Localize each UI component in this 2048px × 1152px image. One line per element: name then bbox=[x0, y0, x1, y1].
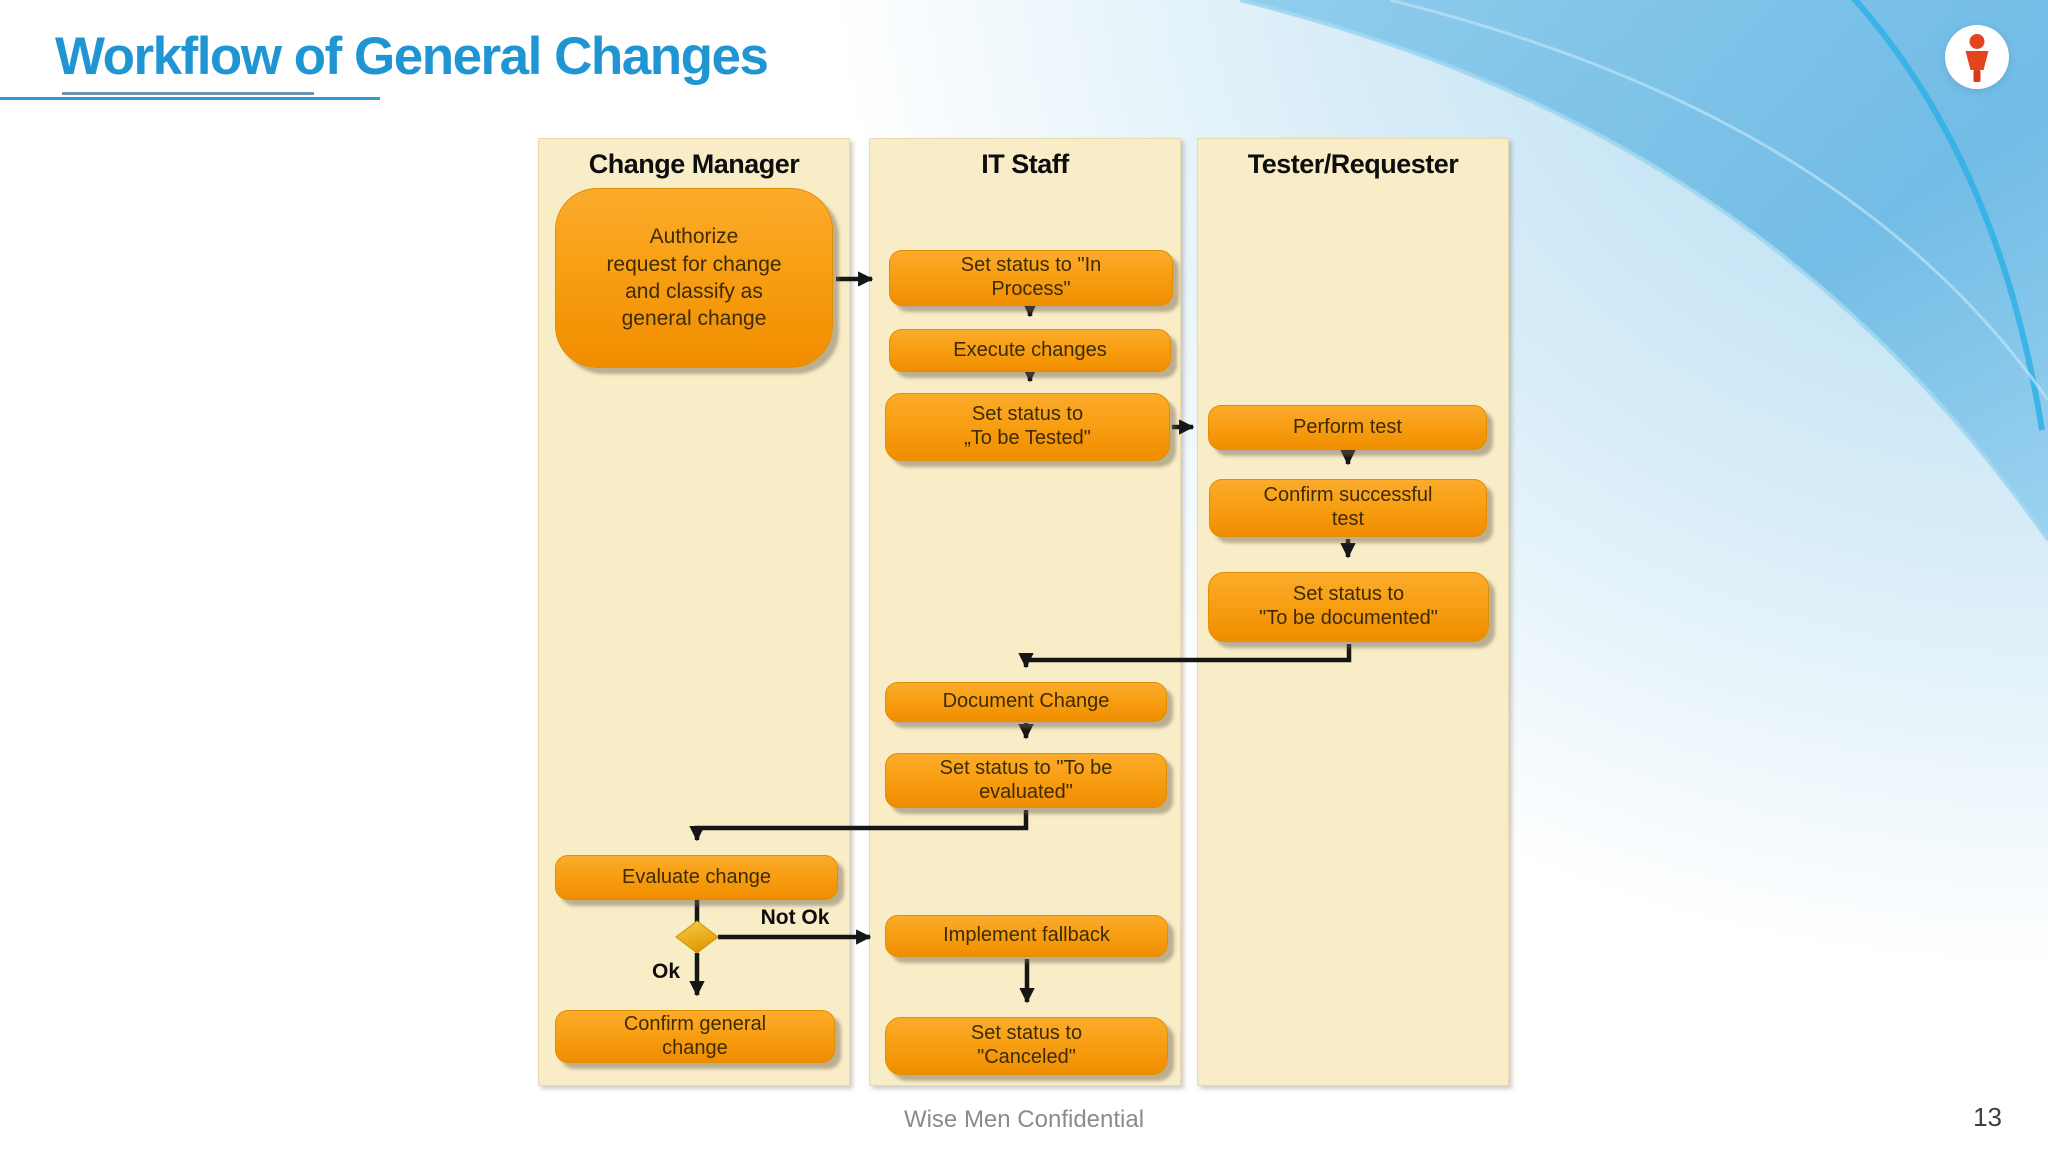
lane-header-it-staff: IT Staff bbox=[981, 149, 1069, 179]
node-confirm-successful-test: Confirm successful test bbox=[1209, 479, 1487, 537]
person-icon bbox=[1965, 34, 1989, 82]
node-set-status-in-process: Set status to "In Process" bbox=[889, 250, 1173, 306]
node-set-status-to-be-documented: Set status to "To be documented" bbox=[1208, 572, 1489, 642]
node-execute-changes: Execute changes bbox=[889, 329, 1171, 372]
node-evaluate-change: Evaluate change bbox=[555, 855, 838, 900]
lane-header-tester-requester: Tester/Requester bbox=[1247, 149, 1459, 179]
logo-badge bbox=[1945, 25, 2009, 89]
node-implement-fallback: Implement fallback bbox=[885, 915, 1168, 957]
node-confirm-general-change: Confirm general change bbox=[555, 1010, 835, 1063]
node-perform-test: Perform test bbox=[1208, 405, 1487, 450]
lane-header-change-manager: Change Manager bbox=[588, 149, 800, 179]
decision-diamond bbox=[675, 920, 719, 954]
decision-label-not-ok: Not Ok bbox=[760, 906, 830, 929]
title-underline bbox=[62, 92, 314, 95]
node-set-status-to-be-tested: Set status to „To be Tested" bbox=[885, 393, 1170, 461]
arrow-evaluated-to-evaluate-change bbox=[689, 810, 1029, 842]
node-authorize-request: Authorize request for change and classif… bbox=[555, 188, 833, 368]
decision-label-ok: Ok bbox=[651, 960, 680, 983]
node-document-change: Document Change bbox=[885, 682, 1167, 722]
page-title: Workflow of General Changes bbox=[55, 27, 769, 86]
title-underline-accent bbox=[0, 97, 380, 100]
page-number: 13 bbox=[1973, 1102, 2002, 1132]
node-set-status-to-be-evaluated: Set status to "To be evaluated" bbox=[885, 753, 1167, 808]
node-set-status-canceled: Set status to "Canceled" bbox=[885, 1017, 1168, 1075]
arrow-documented-to-document-change bbox=[1018, 644, 1352, 669]
footer-confidential: Wise Men Confidential bbox=[903, 1106, 1145, 1133]
